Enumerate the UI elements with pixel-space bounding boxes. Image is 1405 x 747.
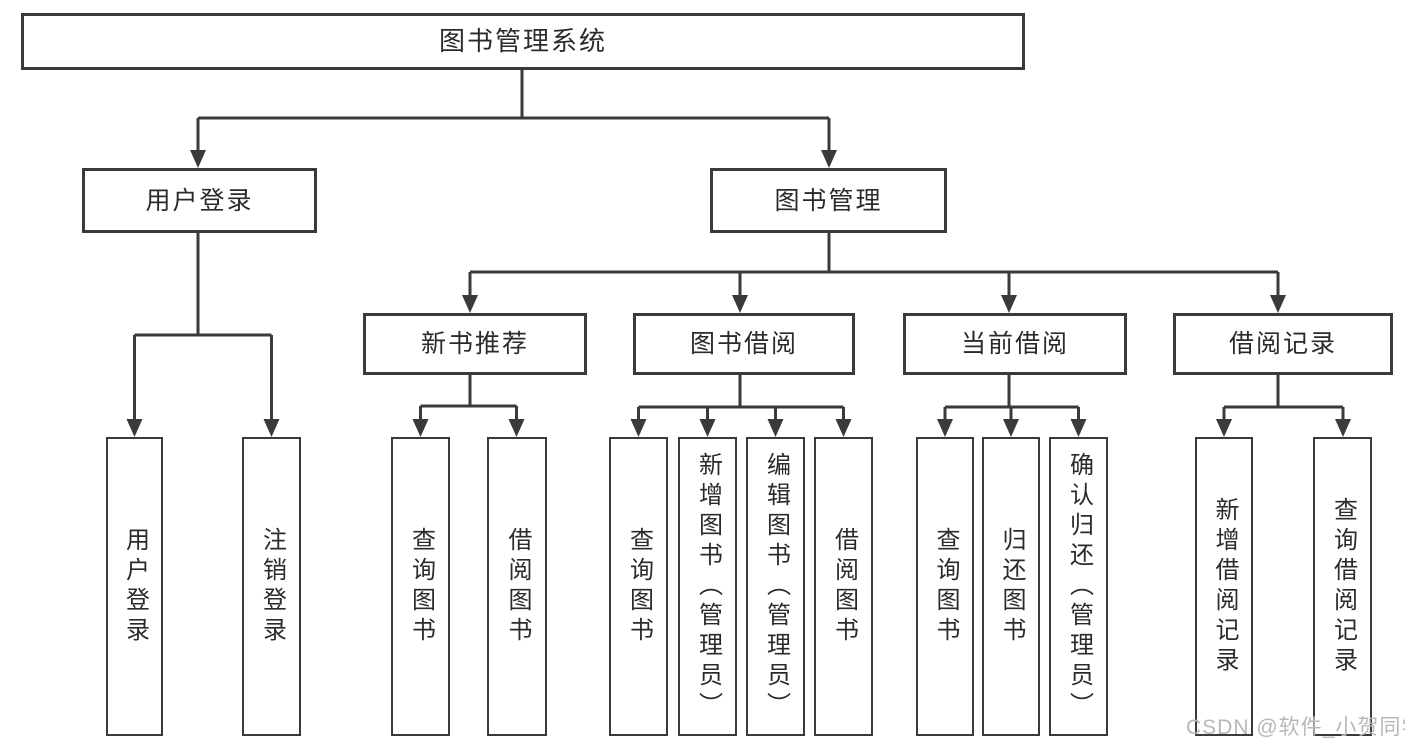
leaf-borrow-books-label: 借阅图书: [830, 526, 858, 647]
node-book-borrow: 图书借阅: [633, 313, 855, 375]
node-user-login: 用户登录: [82, 168, 317, 233]
leaf-add-borrow-record: 新增借阅记录: [1195, 437, 1253, 736]
leaf-edit-books-admin-label: 编辑图书（管理员）: [762, 451, 790, 722]
leaf-query-borrow-record-label: 查询借阅记录: [1329, 496, 1357, 677]
leaf-newbook-borrow-books: 借阅图书: [487, 437, 547, 736]
node-current-borrow: 当前借阅: [903, 313, 1127, 375]
leaf-query-borrow-record: 查询借阅记录: [1313, 437, 1372, 736]
leaf-return-books-label: 归还图书: [998, 526, 1025, 647]
leaf-confirm-return-admin-label: 确认归还（管理员）: [1065, 451, 1093, 722]
node-library-management-system: 图书管理系统: [21, 13, 1025, 70]
leaf-current-query-books: 查询图书: [916, 437, 974, 736]
leaf-add-books-admin-label: 新增图书（管理员）: [694, 451, 722, 722]
leaf-logout: 注销登录: [242, 437, 301, 736]
leaf-borrow-books: 借阅图书: [814, 437, 873, 736]
node-new-book-recommend: 新书推荐: [363, 313, 587, 375]
leaf-newbook-borrow-books-label: 借阅图书: [504, 526, 531, 647]
leaf-current-query-books-label: 查询图书: [932, 526, 959, 647]
leaf-newbook-query-books-label: 查询图书: [407, 526, 435, 647]
leaf-logout-label: 注销登录: [258, 526, 286, 647]
leaf-return-books: 归还图书: [982, 437, 1040, 736]
leaf-confirm-return-admin: 确认归还（管理员）: [1049, 437, 1108, 736]
leaf-newbook-query-books: 查询图书: [391, 437, 450, 736]
csdn-watermark: CSDN @软件_小贺同学: [1186, 716, 1405, 739]
leaf-borrow-query-books: 查询图书: [609, 437, 668, 736]
node-borrow-records: 借阅记录: [1173, 313, 1393, 375]
leaf-borrow-query-books-label: 查询图书: [625, 526, 653, 647]
leaf-user-login-label: 用户登录: [121, 526, 149, 647]
leaf-user-login: 用户登录: [106, 437, 163, 736]
node-book-management: 图书管理: [710, 168, 947, 233]
leaf-add-borrow-record-label: 新增借阅记录: [1211, 496, 1238, 677]
leaf-edit-books-admin: 编辑图书（管理员）: [746, 437, 805, 736]
leaf-add-books-admin: 新增图书（管理员）: [678, 437, 737, 736]
